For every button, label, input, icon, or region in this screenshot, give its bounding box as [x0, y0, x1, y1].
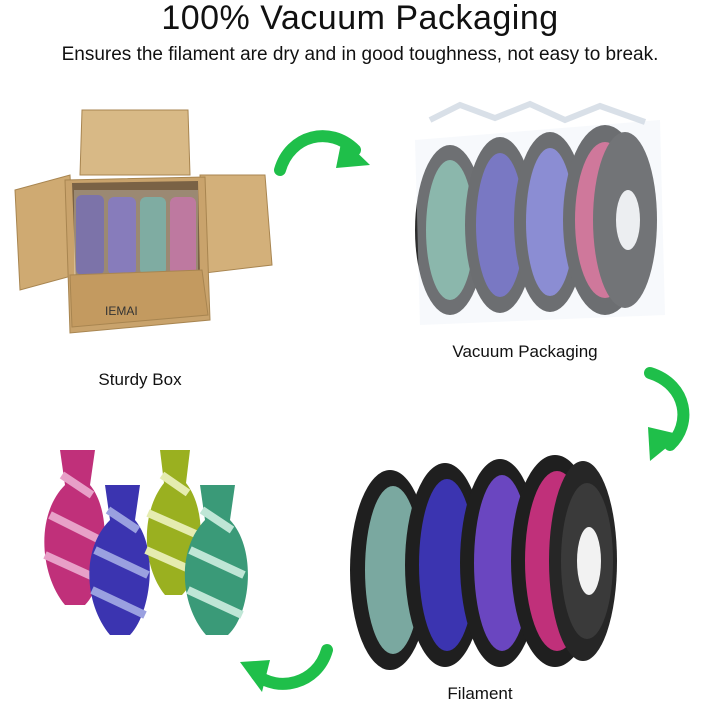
page-title: 100% Vacuum Packaging [161, 0, 559, 37]
page-subtitle: Ensures the filament are dry and in good… [61, 44, 659, 65]
arrow-down-icon [630, 365, 705, 465]
step-caption-vacuum-packaging: Vacuum Packaging [452, 342, 598, 361]
step-caption-sturdy-box: Sturdy Box [98, 370, 182, 389]
step-caption-filament: Filament [447, 684, 513, 703]
printed-vases-image [30, 445, 280, 645]
sturdy-box-image: IEMAI [10, 105, 275, 340]
box-brand-logo: IEMAI [105, 304, 138, 318]
arrow-left-icon [232, 640, 342, 700]
arrow-right-icon [270, 120, 375, 180]
vacuum-packaging-image [400, 100, 670, 335]
filament-spools-image [345, 455, 625, 680]
